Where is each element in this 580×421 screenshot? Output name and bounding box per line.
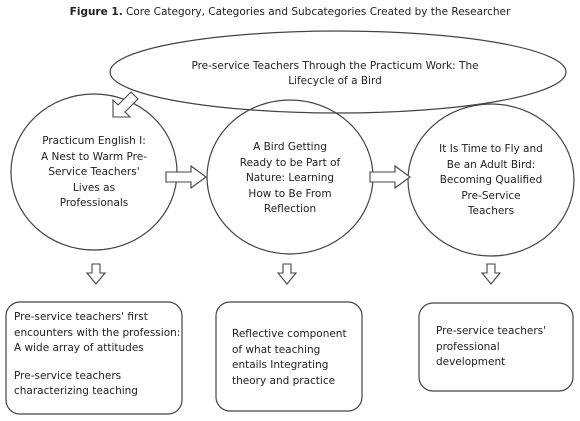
category-3-text: It Is Time to Fly and Be an Adult Bird: … (439, 143, 543, 218)
subcategory-3-text: Pre-service teachers' professional devel… (436, 324, 556, 371)
subcategory-1-text: Pre-service teachers' first encounters w… (14, 310, 182, 400)
subcategory-1-item-1: Pre-service teachers' first encounters w… (14, 311, 181, 354)
category-3-down-arrow (480, 263, 502, 285)
category-1-down-arrow (85, 263, 107, 285)
subcategory-2-text: Reflective component of what teaching en… (232, 327, 354, 389)
subcategory-box-1 (5, 301, 183, 415)
category-2-to-3-arrow (369, 164, 411, 190)
subcategory-box-3 (418, 302, 574, 392)
category-3-circle (407, 103, 575, 257)
subcategory-2-item-1: Reflective component of what teaching en… (232, 328, 347, 387)
category-1-text: Practicum English I: A Nest to Warm Pre-… (41, 135, 147, 210)
core-to-category-1-arrow (112, 91, 139, 118)
core-category-ellipse (109, 30, 567, 114)
figure-title: Core Category, Categories and Subcategor… (126, 6, 511, 18)
figure-label: Figure 1. (69, 6, 123, 18)
subcategory-box-2 (215, 301, 363, 412)
core-category-text: Pre-service Teachers Through the Practic… (191, 59, 479, 88)
category-2-down-arrow (276, 263, 298, 285)
subcategory-3-item-1: Pre-service teachers' professional devel… (436, 325, 547, 368)
category-2-text: A Bird Getting Ready to be Part of Natur… (239, 141, 341, 216)
figure-caption: Figure 1. Core Category, Categories and … (0, 6, 580, 18)
category-1-to-2-arrow (165, 164, 207, 190)
subcategory-1-item-2: Pre-service teachers characterizing teac… (14, 369, 138, 398)
